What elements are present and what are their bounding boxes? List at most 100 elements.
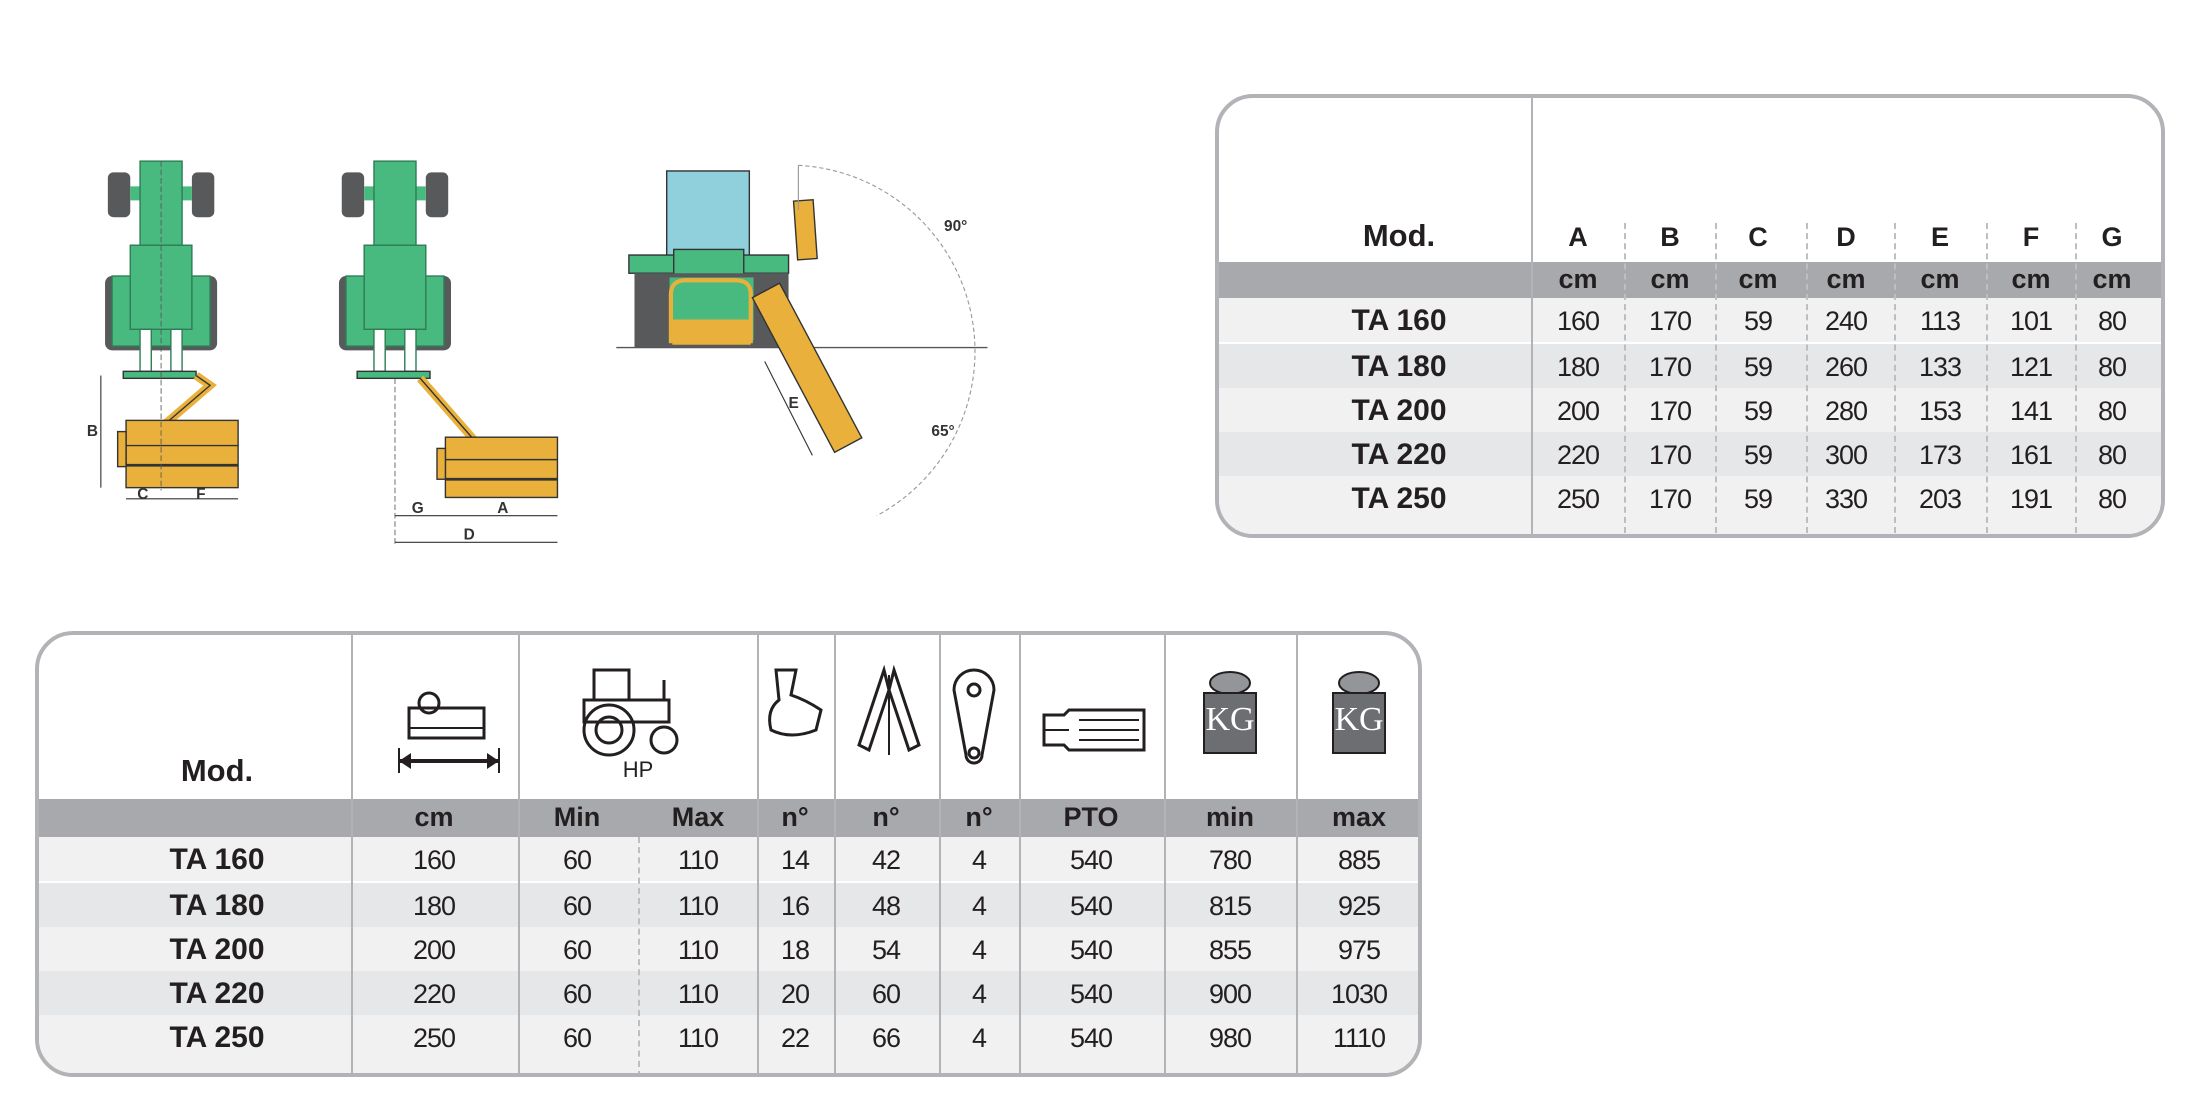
value-cell: 101 [2009, 306, 2053, 336]
unit-band [39, 799, 1418, 837]
value-cell: 4 [971, 979, 987, 1009]
value-cell: 113 [1919, 306, 1961, 336]
value-cell: 260 [1824, 352, 1868, 382]
value-cell: 80 [2097, 306, 2127, 336]
column-header-d: D [1836, 222, 1856, 252]
top-view-drawing-offset: G A D [338, 160, 559, 547]
value-cell: 975 [1337, 935, 1381, 965]
column-divider [834, 635, 836, 1073]
value-cell: 60 [562, 1023, 592, 1053]
unit-label: cm [2011, 264, 2051, 294]
unit-label: cm [2092, 264, 2132, 294]
weight-max-icon: KG [1329, 671, 1389, 756]
model-name: TA 160 [1351, 304, 1447, 337]
value-cell: 22 [780, 1023, 810, 1053]
value-cell: 170 [1648, 306, 1692, 336]
value-cell: 815 [1208, 891, 1252, 921]
value-cell: 133 [1918, 352, 1962, 382]
value-cell: 153 [1918, 396, 1962, 426]
value-cell: 250 [1556, 484, 1600, 514]
value-cell: 925 [1337, 891, 1381, 921]
value-cell: 1110 [1332, 1023, 1386, 1053]
pto-shaft-icon [1039, 705, 1149, 760]
column-header-g: G [2101, 222, 2123, 252]
value-cell: 110 [677, 935, 719, 965]
unit-label: cm [1558, 264, 1598, 294]
value-cell: 42 [871, 845, 901, 875]
value-cell: 220 [412, 979, 456, 1009]
value-cell: 80 [2097, 396, 2127, 426]
mod-column-divider [1531, 98, 1533, 534]
table-row: TA 160 [1219, 298, 2161, 342]
value-cell: 980 [1208, 1023, 1252, 1053]
kg-label: KG [1205, 701, 1255, 738]
dimension-label-c: C [137, 486, 148, 503]
value-cell: 160 [1556, 306, 1600, 336]
column-divider [1624, 223, 1626, 533]
value-cell: 170 [1648, 440, 1692, 470]
value-cell: 54 [871, 935, 901, 965]
unit-label: n° [965, 802, 993, 832]
unit-label: n° [781, 802, 809, 832]
angle-label-90: 90° [944, 218, 967, 235]
value-cell: 80 [2097, 352, 2127, 382]
column-header-a: A [1568, 222, 1588, 252]
value-cell: 900 [1208, 979, 1252, 1009]
value-cell: 121 [2009, 352, 2053, 382]
value-cell: 141 [2009, 396, 2053, 426]
value-cell: 300 [1824, 440, 1868, 470]
unit-label: Min [553, 802, 601, 832]
column-header-f: F [2022, 222, 2040, 252]
value-cell: 66 [871, 1023, 901, 1053]
column-divider [1894, 223, 1896, 533]
value-cell: 4 [971, 891, 987, 921]
unit-label: Max [671, 802, 725, 832]
model-name: TA 250 [1351, 482, 1447, 515]
value-cell: 180 [412, 891, 456, 921]
unit-label: min [1205, 802, 1255, 832]
value-cell: 4 [971, 1023, 987, 1053]
table-row: TA 220 [1219, 432, 2161, 476]
value-cell: 59 [1743, 396, 1773, 426]
value-cell: 60 [562, 845, 592, 875]
dimension-label-a: A [497, 500, 508, 517]
unit-label: cm [1650, 264, 1690, 294]
kg-label: KG [1334, 701, 1384, 738]
column-divider [351, 635, 353, 1073]
hammer-blade-icon [761, 665, 826, 750]
dimension-label-g: G [412, 500, 424, 517]
table-row: TA 180 [1219, 344, 2161, 388]
value-cell: 110 [677, 891, 719, 921]
unit-label: max [1331, 802, 1387, 832]
unit-label: cm [1738, 264, 1778, 294]
table-row: TA 200 [1219, 388, 2161, 432]
value-cell: 4 [971, 845, 987, 875]
unit-label: cm [1920, 264, 1960, 294]
value-cell: 240 [1824, 306, 1868, 336]
value-cell: 170 [1648, 352, 1692, 382]
mod-header: Mod. [180, 753, 254, 788]
table-row: TA 180 [39, 883, 1418, 927]
column-header-b: B [1660, 222, 1680, 252]
model-name: TA 180 [169, 889, 265, 922]
column-divider [1986, 223, 1988, 533]
model-name: TA 220 [1351, 438, 1447, 471]
table-row: TA 250 [1219, 476, 2161, 534]
value-cell: 540 [1069, 935, 1113, 965]
value-cell: 4 [971, 935, 987, 965]
model-name: TA 200 [1351, 394, 1447, 427]
value-cell: 59 [1743, 352, 1773, 382]
value-cell: 540 [1069, 845, 1113, 875]
value-cell: 16 [780, 891, 810, 921]
weight-min-icon: KG [1200, 671, 1260, 756]
value-cell: 170 [1648, 484, 1692, 514]
rear-view-drawing: E 90° 65° [616, 164, 988, 517]
value-cell: 540 [1069, 1023, 1113, 1053]
mod-header: Mod. [1362, 218, 1436, 253]
column-divider [2075, 223, 2077, 533]
model-name: TA 220 [169, 977, 265, 1010]
value-cell: 48 [871, 891, 901, 921]
dimension-label-f: F [196, 486, 205, 503]
